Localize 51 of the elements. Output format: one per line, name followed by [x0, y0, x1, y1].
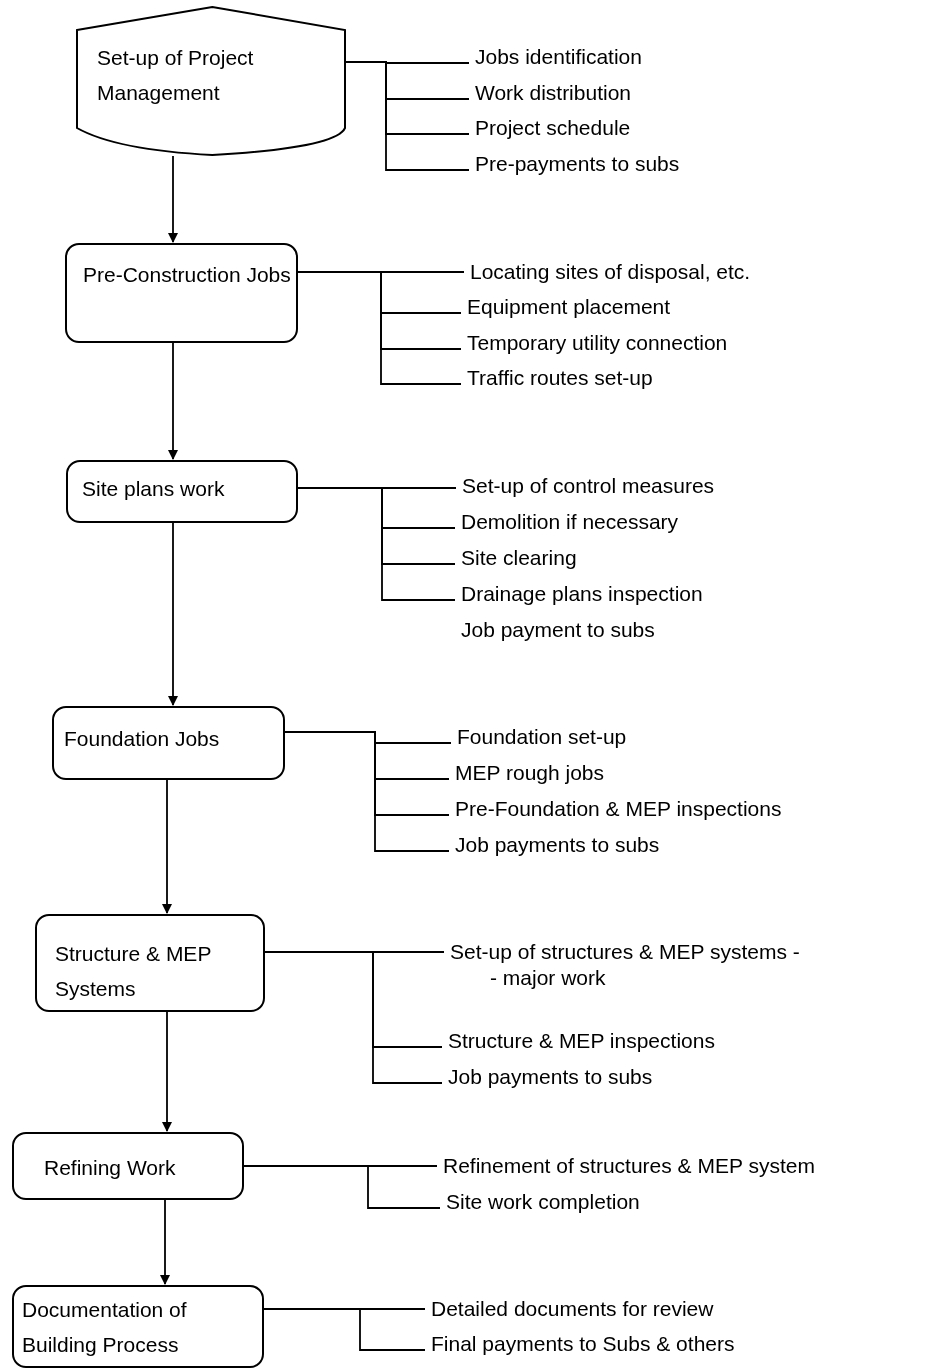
arrow	[168, 155, 178, 243]
step-label: Documentation of Building Process	[22, 1297, 188, 1358]
step-label: Pre-Construction Jobs	[83, 262, 292, 288]
task-text: Locating sites of disposal, etc.	[470, 259, 751, 285]
step-label: Structure & MEP Systems	[55, 941, 212, 1002]
task-text: Work distribution	[475, 80, 631, 106]
task-text: Jobs identification	[475, 44, 642, 70]
task-text: Final payments to Subs & others	[431, 1331, 735, 1357]
branch-line	[263, 1308, 426, 1351]
task-text: Equipment placement	[467, 294, 671, 320]
task-text: Detailed documents for review	[431, 1296, 714, 1322]
task-text: Project schedule	[475, 115, 631, 141]
branch-line	[297, 487, 456, 601]
task-text: Demolition if necessary	[461, 509, 679, 535]
task-text: Site work completion	[446, 1189, 640, 1215]
task-text: Traffic routes set-up	[467, 365, 653, 391]
task-text: Set-up of structures & MEP systems - - major work	[450, 939, 800, 991]
task-text: Temporary utility connection	[467, 330, 728, 356]
off-page-connector	[76, 6, 346, 156]
task-text: Job payment to subs	[461, 617, 655, 643]
step-label: Refining Work	[44, 1155, 177, 1181]
task-text: MEP rough jobs	[455, 760, 605, 786]
task-text: Drainage plans inspection	[461, 581, 703, 607]
task-text: Pre-Foundation & MEP inspections	[455, 796, 782, 822]
process-box	[65, 243, 298, 343]
branch-line	[284, 731, 450, 852]
process-box	[35, 914, 265, 1012]
step-label: Foundation Jobs	[64, 726, 221, 752]
process-box	[52, 706, 285, 780]
task-text: Refinement of structures & MEP system	[443, 1153, 815, 1179]
arrow	[162, 779, 172, 914]
branch-line	[345, 61, 470, 171]
step-label: Set-up of Project Management	[97, 45, 255, 106]
task-text: Set-up of control measures	[462, 473, 715, 499]
task-text: Structure & MEP inspections	[448, 1028, 715, 1054]
task-text: Job payments to subs	[455, 832, 660, 858]
process-box	[12, 1285, 264, 1368]
step-label: Site plans work	[82, 476, 226, 502]
task-text: Site clearing	[461, 545, 577, 571]
branch-line	[297, 271, 462, 385]
task-text: Foundation set-up	[457, 724, 627, 750]
process-box	[66, 460, 298, 523]
process-box	[12, 1132, 244, 1200]
branch-line	[264, 951, 443, 1084]
arrow	[160, 1199, 170, 1285]
task-text: Pre-payments to subs	[475, 151, 680, 177]
arrow	[168, 522, 178, 706]
task-text: Job payments to subs	[448, 1064, 653, 1090]
branch-line	[243, 1165, 441, 1209]
arrow	[168, 342, 178, 460]
arrow	[162, 1011, 172, 1132]
